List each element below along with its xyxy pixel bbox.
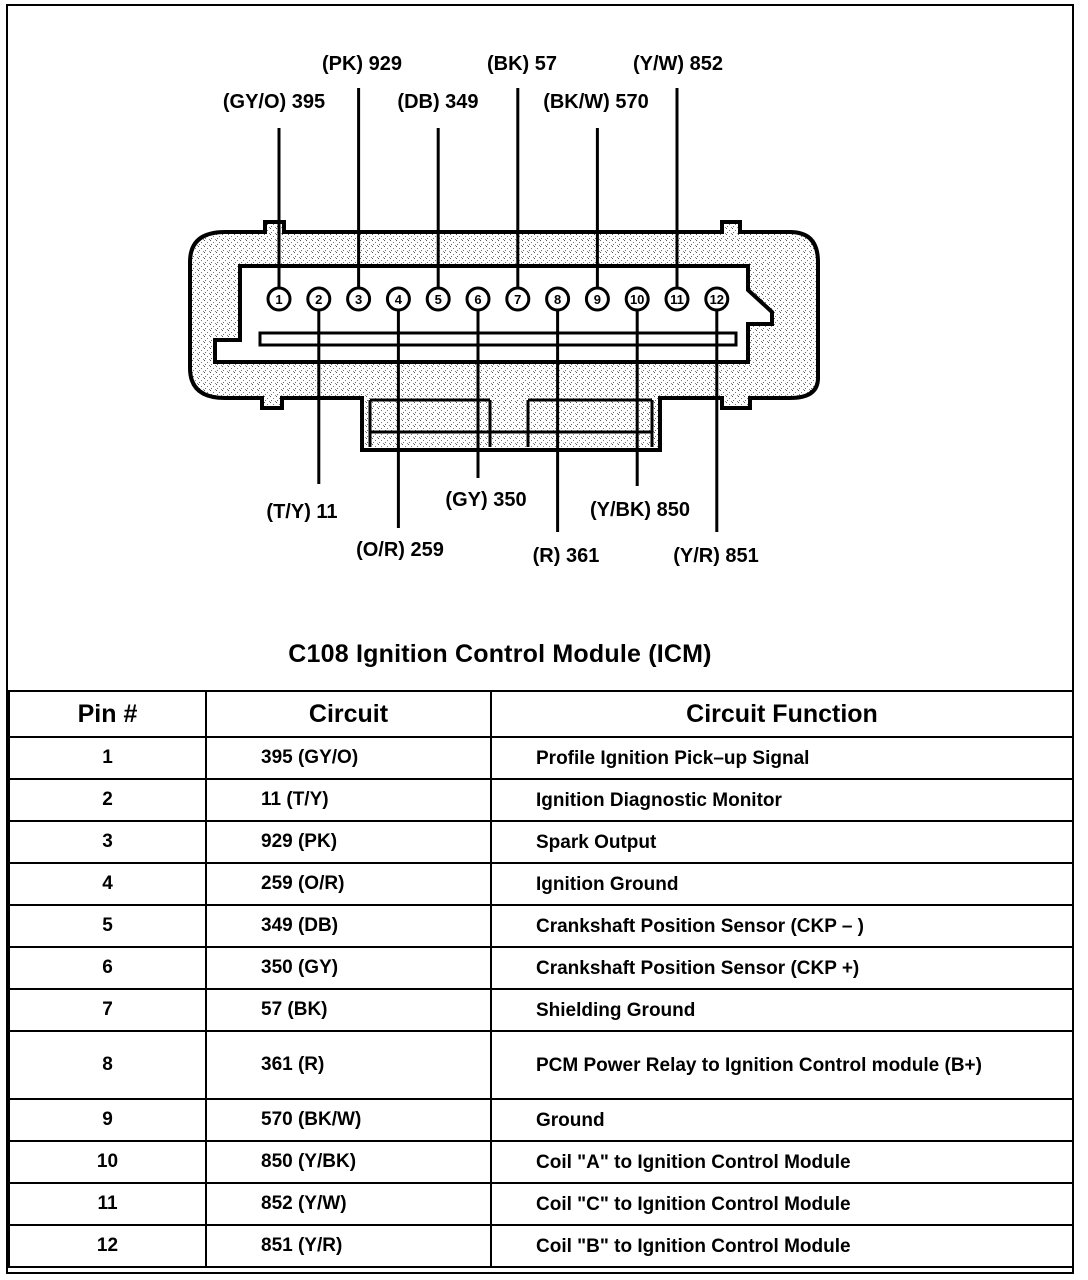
connector-pin-7: 7: [505, 286, 531, 312]
page-frame: [6, 4, 1074, 1274]
connector-cavity: [213, 264, 774, 364]
cell-function: Crankshaft Position Sensor (CKP – ): [490, 904, 1074, 948]
connector-pin-8: 8: [545, 286, 571, 312]
pin-number-label: 7: [514, 292, 521, 307]
cell-circuit: 929 (PK): [205, 820, 492, 864]
wire-label-pin-5: (DB) 349: [397, 91, 478, 113]
header-function: Circuit Function: [490, 690, 1074, 738]
cell-circuit: 11 (T/Y): [205, 778, 492, 822]
wire-label-pin-1: (GY/O) 395: [223, 91, 325, 113]
cell-pin: 1: [8, 736, 207, 780]
pin-number-label: 10: [630, 292, 644, 307]
cell-pin: 10: [8, 1140, 207, 1184]
cell-pin: 7: [8, 988, 207, 1032]
cell-pin: 2: [8, 778, 207, 822]
pin-number-label: 5: [435, 292, 442, 307]
connector-pin-12: 12: [704, 286, 730, 312]
header-circuit: Circuit: [205, 690, 492, 738]
cell-circuit: 361 (R): [205, 1030, 492, 1100]
cell-function: Ignition Ground: [490, 862, 1074, 906]
pin-number-label: 12: [710, 292, 724, 307]
cell-function: Coil "A" to Ignition Control Module: [490, 1140, 1074, 1184]
cell-circuit: 851 (Y/R): [205, 1224, 492, 1268]
connector-pin-9: 9: [584, 286, 610, 312]
cell-function: PCM Power Relay to Ignition Control modu…: [490, 1030, 1074, 1100]
cell-circuit: 259 (O/R): [205, 862, 492, 906]
cell-function: Coil "C" to Ignition Control Module: [490, 1182, 1074, 1226]
pin-number-label: 4: [395, 292, 403, 307]
connector-pin-10: 10: [624, 286, 650, 312]
cell-function: Coil "B" to Ignition Control Module: [490, 1224, 1074, 1268]
wire-label-pin-3: (PK) 929: [322, 53, 402, 75]
connector-pin-2: 2: [306, 286, 332, 312]
cell-function: Ground: [490, 1098, 1074, 1142]
cell-pin: 9: [8, 1098, 207, 1142]
pin-number-label: 3: [355, 292, 362, 307]
header-pin: Pin #: [8, 690, 207, 738]
cell-circuit: 570 (BK/W): [205, 1098, 492, 1142]
wire-label-pin-2: (T/Y) 11: [266, 501, 337, 523]
cell-pin: 12: [8, 1224, 207, 1268]
wire-label-pin-7: (BK) 57: [487, 53, 557, 75]
cell-circuit: 850 (Y/BK): [205, 1140, 492, 1184]
connector-pin-4: 4: [385, 286, 411, 312]
pin-number-label: 9: [594, 292, 601, 307]
cell-function: Crankshaft Position Sensor (CKP +): [490, 946, 1074, 990]
pin-number-label: 2: [315, 292, 322, 307]
cell-function: Ignition Diagnostic Monitor: [490, 778, 1074, 822]
pin-number-label: 1: [275, 292, 282, 307]
cell-pin: 8: [8, 1030, 207, 1100]
connector-pin-3: 3: [346, 286, 372, 312]
cell-circuit: 350 (GY): [205, 946, 492, 990]
cell-pin: 3: [8, 820, 207, 864]
wire-label-pin-6: (GY) 350: [445, 489, 526, 511]
wire-label-pin-4: (O/R) 259: [356, 539, 444, 561]
connector-pin-5: 5: [425, 286, 451, 312]
pin-number-label: 11: [670, 292, 684, 307]
connector-pin-1: 1: [266, 286, 292, 312]
cell-function: Profile Ignition Pick–up Signal: [490, 736, 1074, 780]
cell-circuit: 57 (BK): [205, 988, 492, 1032]
wire-label-pin-8: (R) 361: [533, 545, 600, 567]
cell-function: Shielding Ground: [490, 988, 1074, 1032]
connector-slot: [258, 331, 738, 347]
cell-circuit: 852 (Y/W): [205, 1182, 492, 1226]
connector-tab: [368, 398, 654, 447]
wire-label-pin-9: (BK/W) 570: [543, 91, 649, 113]
cell-pin: 5: [8, 904, 207, 948]
cell-function: Spark Output: [490, 820, 1074, 864]
connector-pin-6: 6: [465, 286, 491, 312]
wire-label-pin-10: (Y/BK) 850: [590, 499, 690, 521]
cell-circuit: 395 (GY/O): [205, 736, 492, 780]
connector-pin-11: 11: [664, 286, 690, 312]
table-header-row: Pin # Circuit Circuit Function: [8, 690, 1074, 738]
cell-pin: 4: [8, 862, 207, 906]
pin-number-label: 6: [474, 292, 481, 307]
cell-circuit: 349 (DB): [205, 904, 492, 948]
diagram-title: C108 Ignition Control Module (ICM): [288, 640, 712, 668]
pin-number-label: 8: [554, 292, 561, 307]
wire-label-pin-12: (Y/R) 851: [673, 545, 759, 567]
cell-pin: 11: [8, 1182, 207, 1226]
wire-label-pin-11: (Y/W) 852: [633, 53, 723, 75]
cell-pin: 6: [8, 946, 207, 990]
